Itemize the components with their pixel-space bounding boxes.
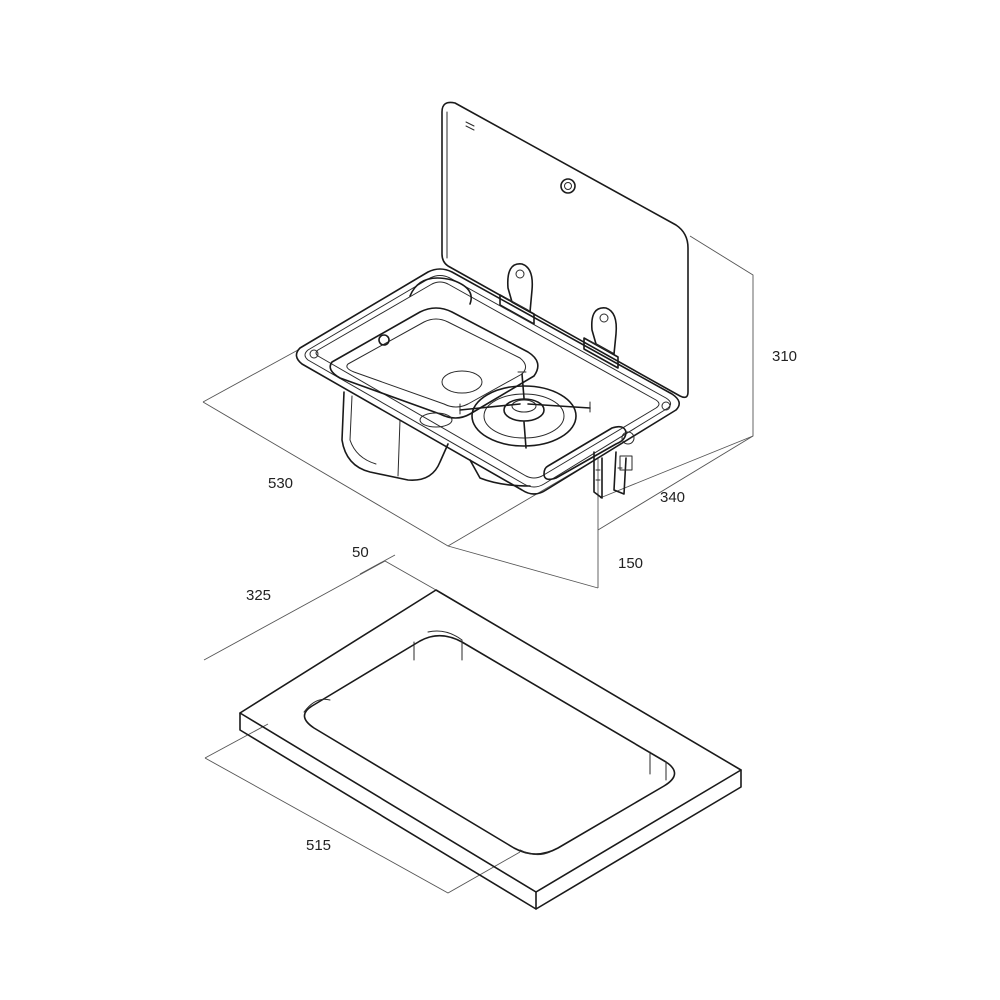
dim-label-bowl-depth: 150 [618, 555, 643, 572]
ignition-icon [621, 431, 635, 445]
dim-ext-right [599, 435, 754, 499]
dim-ext-left [202, 349, 299, 403]
sink-hob-unit [295, 101, 689, 499]
burner-control [543, 425, 635, 481]
rim-screw-icon [309, 349, 319, 359]
glass-lid [441, 101, 689, 399]
dim-label-corner: 50 [352, 544, 369, 561]
cutout-opening [303, 634, 676, 855]
dimension-lines-upper [202, 235, 754, 589]
dim-line-width-depth [202, 401, 599, 547]
hinge-left-icon [499, 263, 535, 325]
dimension-lines-cutout [203, 554, 521, 894]
dim-label-cutout-width: 515 [306, 837, 331, 854]
sink-basin [329, 307, 539, 428]
cutout-panel [239, 589, 742, 910]
gas-connectors [593, 451, 633, 499]
dim-line-corner [359, 554, 396, 575]
dim-label-cutout-depth: 325 [246, 587, 271, 604]
dim-ext-bottom [447, 545, 599, 589]
dim-label-lid-height: 310 [772, 348, 797, 365]
corner-recess [409, 277, 472, 305]
dim-line-cutout-width [204, 757, 521, 894]
gas-burner-icon [459, 371, 591, 449]
sink-bowl-body [341, 391, 531, 487]
dim-line-cutout-depth [203, 560, 437, 661]
sink-rim [295, 268, 680, 495]
lid-hinges [499, 263, 619, 369]
tap-hole-icon [378, 334, 390, 346]
dim-label-width: 530 [268, 475, 293, 492]
dim-line-height-depth [597, 235, 754, 531]
dim-ext-cutout [204, 723, 269, 759]
lid-handle-icon [560, 178, 576, 194]
drain-icon [441, 370, 483, 394]
dim-label-depth: 340 [660, 489, 685, 506]
rim-screw-icon [661, 401, 671, 411]
